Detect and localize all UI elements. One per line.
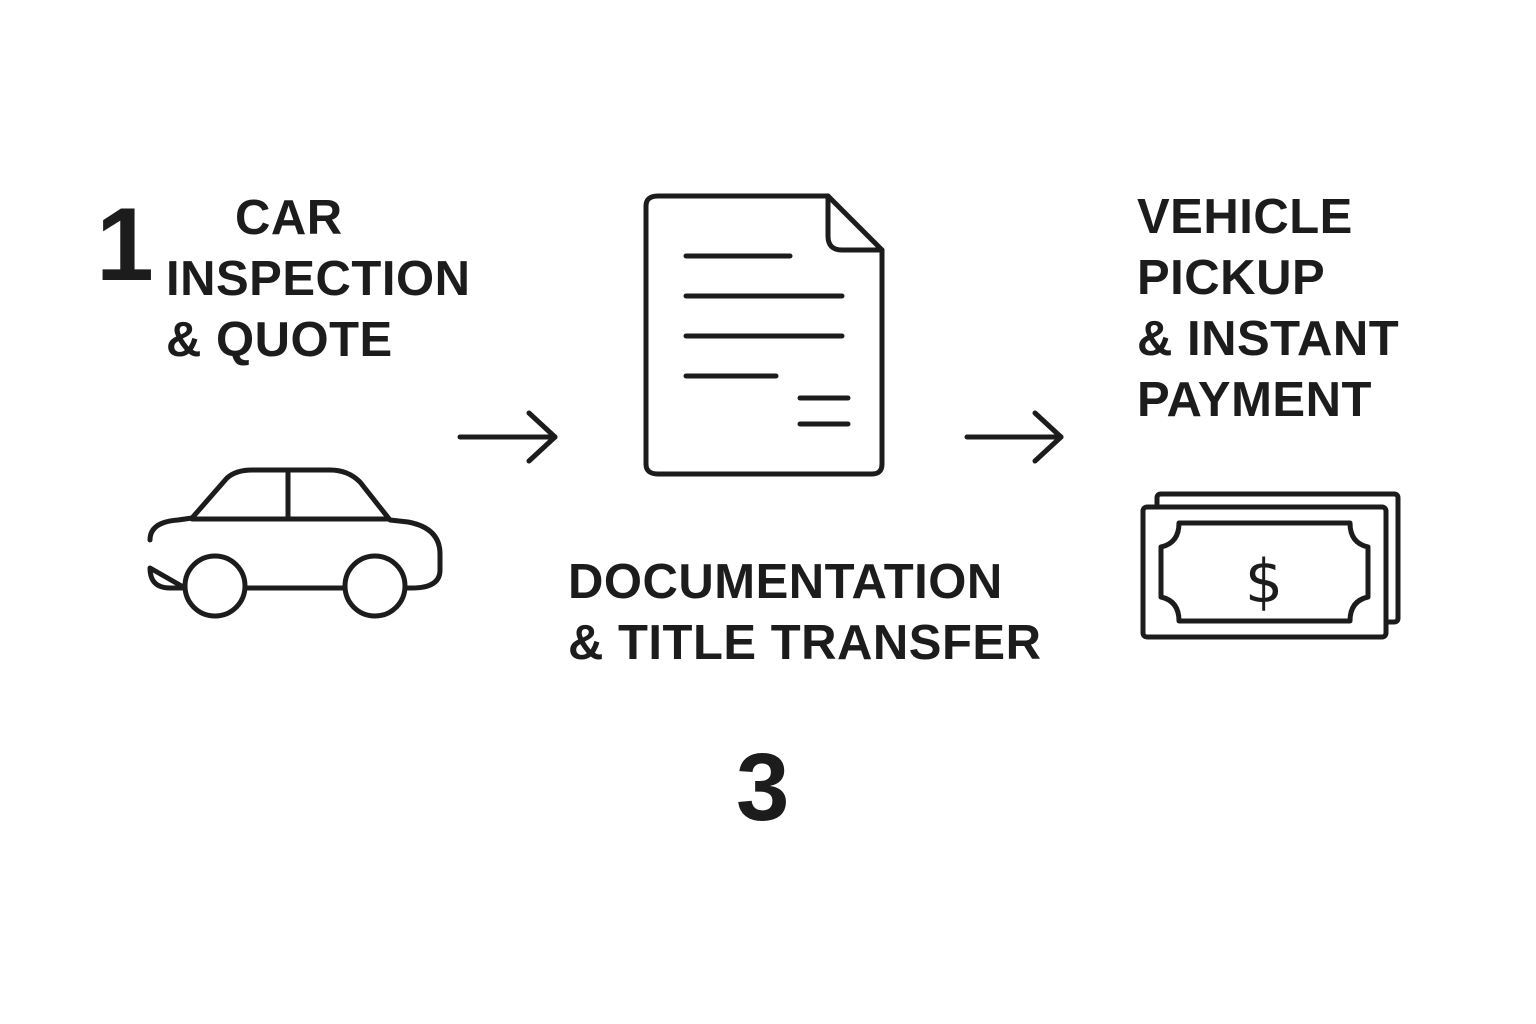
step-3-label-line: PAYMENT — [1137, 373, 1372, 427]
step-2-label-line: DOCUMENTATION — [568, 555, 1003, 609]
step-1-label-line: & QUOTE — [166, 313, 393, 367]
step-3-label-line: VEHICLE — [1137, 190, 1353, 244]
arrow-right-icon — [457, 410, 558, 464]
step-1-label-line: INSPECTION — [166, 252, 471, 306]
cash-icon: $ — [1140, 491, 1401, 640]
arrow-right-icon — [964, 410, 1064, 464]
step-3-number: 3 — [736, 734, 790, 841]
step-2-label: DOCUMENTATION & TITLE TRANSFER — [568, 552, 1041, 674]
step-2-label-line: & TITLE TRANSFER — [568, 616, 1042, 670]
step-1-label-line: CAR — [235, 191, 343, 245]
step-3-label-line: & INSTANT — [1137, 312, 1400, 366]
step-3-label: VEHICLE PICKUP & INSTANT PAYMENT — [1137, 187, 1399, 431]
document-icon — [643, 193, 885, 477]
currency-symbol: $ — [1245, 547, 1283, 617]
car-icon — [147, 467, 443, 619]
step-3-label-line: PICKUP — [1137, 251, 1326, 305]
step-1-label: CAR INSPECTION & QUOTE — [166, 188, 470, 371]
step-1-number: 1 — [96, 187, 154, 303]
